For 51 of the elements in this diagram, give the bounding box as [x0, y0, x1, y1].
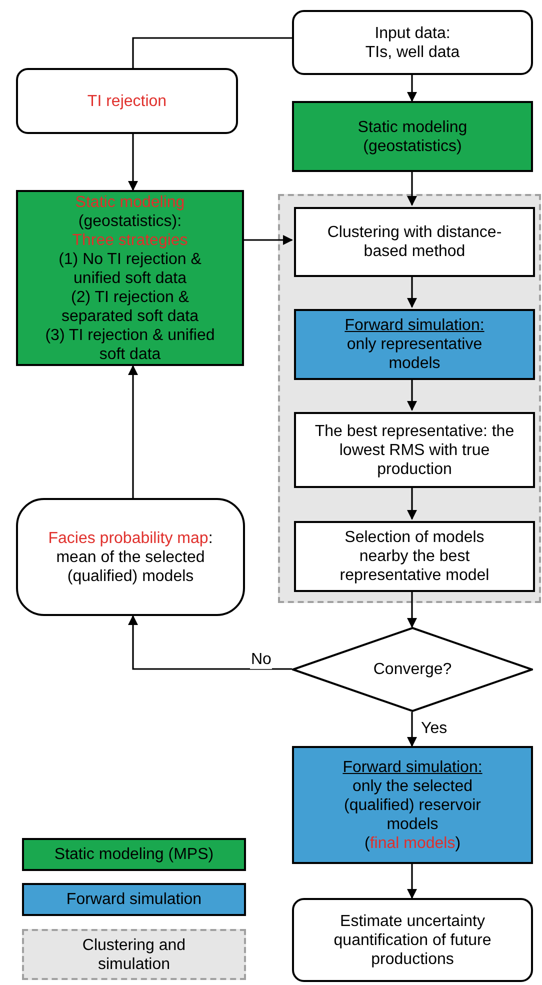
- edge-label: No: [250, 650, 272, 669]
- process-box: [16, 68, 238, 134]
- process-box: [292, 101, 533, 172]
- group-panel: [278, 194, 541, 603]
- node-text: mean of the selected (qualified) models: [55, 548, 206, 586]
- node-text: (1) No TI rejection & unified soft data: [58, 250, 202, 288]
- arrow: [244, 235, 293, 245]
- node-text: (3) TI rejection & unified soft data: [44, 326, 216, 364]
- node-text: TIs, well data: [365, 42, 460, 62]
- arrow: [128, 365, 138, 498]
- node-text: (final models): [364, 834, 461, 852]
- arrow: [407, 378, 417, 411]
- process-box: [292, 746, 533, 864]
- arrow: [407, 172, 417, 206]
- node-text: only representative models: [346, 335, 484, 373]
- arrow: [407, 75, 417, 102]
- arrow: [407, 275, 417, 308]
- arrow: [128, 615, 292, 670]
- node-text: Estimate uncertainty quantification of future productions: [332, 912, 492, 968]
- arrow: [407, 712, 417, 747]
- arrow: [407, 590, 417, 628]
- legend-text: Clustering and simulation: [81, 936, 187, 974]
- process-box: [294, 309, 535, 380]
- start-box: [292, 10, 533, 75]
- node-text: (geostatistics):: [78, 212, 182, 230]
- process-box: [16, 190, 244, 366]
- node-text: TI rejection: [87, 92, 167, 110]
- node-text: Forward simulation:: [342, 758, 482, 776]
- node-text: Forward simulation:: [344, 316, 484, 335]
- node-text: Facies probability map:: [48, 528, 213, 548]
- process-box: [294, 412, 535, 488]
- node-text: Three strategies: [72, 230, 188, 250]
- decision-diamond: [292, 627, 533, 712]
- process-box: [294, 521, 535, 592]
- process-box: [16, 498, 245, 616]
- node-text: Static modeling (geostatistics): [356, 118, 468, 156]
- process-box: [294, 207, 535, 277]
- node-text: The best representative: the lowest RMS with true production: [314, 422, 516, 478]
- node-text: Selection of models nearby the best representative model: [338, 528, 490, 585]
- node-text: Converge?: [373, 660, 452, 679]
- node-text: (2) TI rejection & separated soft data: [60, 288, 200, 326]
- end-box: [292, 898, 533, 982]
- node-text: Static modeling: [75, 192, 185, 212]
- arrow: [407, 864, 417, 899]
- node-text: Clustering with distance-based method: [326, 223, 503, 261]
- arrow: [407, 486, 417, 520]
- node-text: only the selected (qualified) reservoir models: [343, 776, 482, 834]
- legend-text: Forward simulation: [66, 890, 202, 909]
- legend-text: Static modeling (MPS): [54, 845, 214, 864]
- arrow: [128, 134, 138, 191]
- node-text: Input data:: [374, 24, 450, 42]
